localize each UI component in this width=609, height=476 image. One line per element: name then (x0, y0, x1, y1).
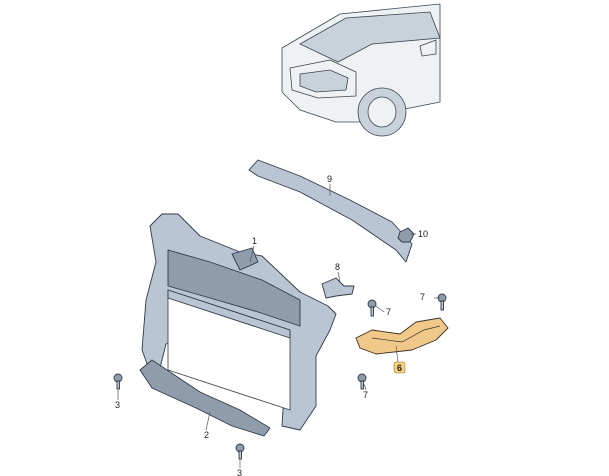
screw-7-lower (357, 373, 367, 390)
callout-8: 8 (335, 262, 340, 272)
callout-1: 1 (252, 236, 257, 246)
lock-carrier-part (141, 213, 337, 431)
screw-3-left (113, 373, 123, 390)
callout-3-bottom: 3 (237, 468, 242, 476)
callout-3-left: 3 (115, 400, 120, 410)
bracket-highlighted-part (355, 317, 449, 355)
callout-7-upper-right: 7 (420, 292, 425, 302)
leader-lines (117, 184, 440, 468)
screw-7-upper-left (367, 299, 377, 317)
callout-2: 2 (204, 430, 209, 440)
callout-9: 9 (327, 174, 332, 184)
callout-7-upper-left: 7 (386, 307, 391, 317)
lower-air-guide-part (139, 359, 271, 437)
callout-10: 10 (418, 229, 428, 239)
vehicle-locator-illustration (281, 3, 441, 137)
upper-cross-member-part (248, 159, 413, 263)
callout-7-lower: 7 (363, 390, 368, 400)
callout-6-badge: 6 (393, 361, 406, 374)
nut-part (397, 227, 415, 243)
bracket-part (321, 277, 355, 299)
callout-6: 6 (397, 363, 402, 373)
screw-3-bottom (235, 443, 245, 460)
screw-7-upper-right (437, 293, 447, 311)
